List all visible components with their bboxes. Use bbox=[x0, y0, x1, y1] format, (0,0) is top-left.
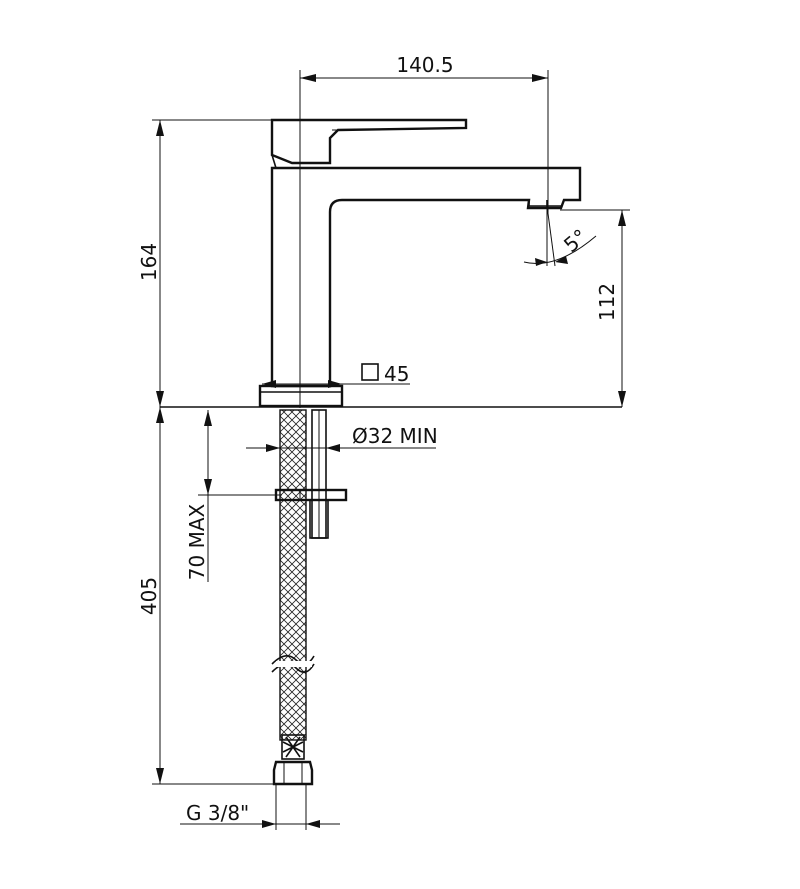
connection-nut bbox=[272, 760, 314, 786]
spout-angle-label: 5° bbox=[559, 224, 592, 257]
spout-reach-label: 140.5 bbox=[396, 53, 453, 77]
dimension-base-square: 45 bbox=[262, 362, 410, 388]
deck-thickness-label: 70 MAX bbox=[185, 503, 209, 580]
square-symbol-icon bbox=[361, 363, 379, 381]
hole-diameter-label: Ø32 MIN bbox=[352, 424, 438, 448]
faucet-column bbox=[270, 166, 582, 388]
lever-handle bbox=[270, 118, 468, 165]
under-deck-assembly bbox=[271, 409, 348, 786]
dimension-hose-length: 405 bbox=[137, 407, 276, 785]
aerator bbox=[528, 200, 561, 208]
dimension-connection-thread: G 3/8" bbox=[180, 784, 340, 830]
spout-height-label: 112 bbox=[595, 283, 619, 321]
angle-indicator: 5° bbox=[523, 205, 597, 267]
dimension-hole-diameter: Ø32 MIN bbox=[246, 424, 438, 452]
hose-fitting bbox=[281, 734, 305, 760]
total-height-label: 164 bbox=[137, 243, 161, 281]
dimension-spout-height: 112 bbox=[560, 209, 630, 407]
base-plate bbox=[258, 384, 344, 408]
faucet-body bbox=[258, 118, 582, 408]
dimension-deck-thickness: 70 MAX bbox=[185, 410, 282, 582]
base-square-label: 45 bbox=[384, 362, 409, 386]
braided-hose bbox=[279, 409, 307, 741]
dimension-spout-reach: 140.5 bbox=[299, 53, 549, 408]
connection-thread-label: G 3/8" bbox=[186, 801, 249, 825]
dimension-total-height: 164 bbox=[137, 119, 272, 407]
hose-length-label: 405 bbox=[137, 577, 161, 615]
